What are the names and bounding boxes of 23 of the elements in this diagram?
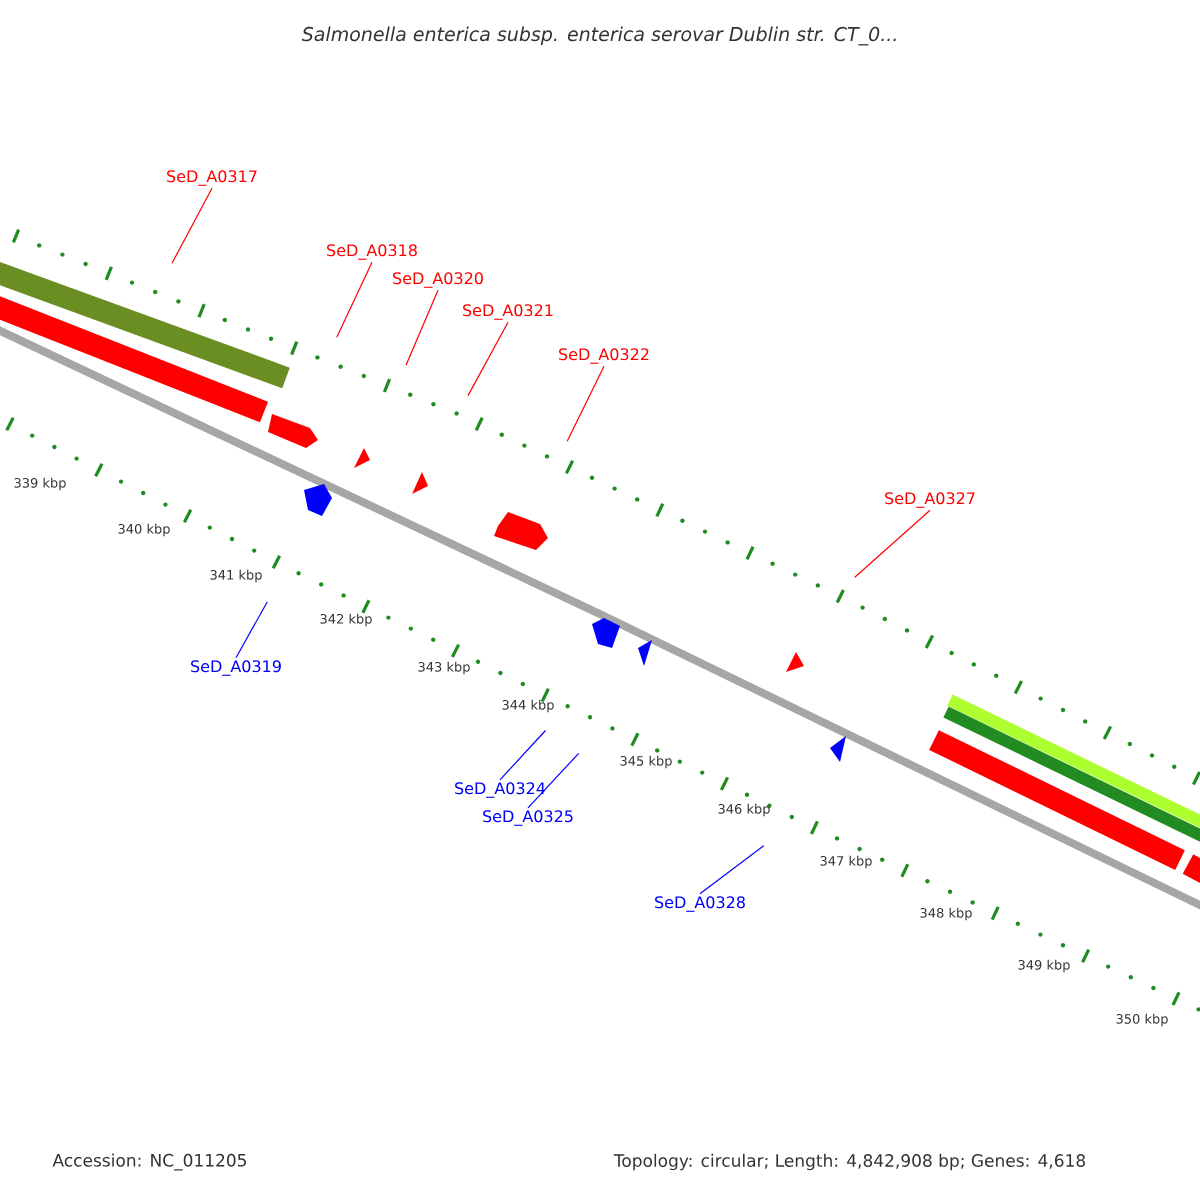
leader-line [527,752,580,809]
gene-label: SeD_A0325 [483,810,573,826]
gene-label: SeD_A0327 [885,492,975,508]
info-text: Accession: NC_011205 [52,1153,246,1171]
gene-label: SeD_A0318 [327,244,417,260]
gene-label: SeD_A0324 [455,782,546,798]
leader-line [235,601,268,659]
leader-line [699,845,765,895]
gene-label: SeD_A0322 [559,348,649,364]
leader-line [566,365,605,442]
leader-line [467,321,509,397]
gene-label: SeD_A0319 [191,660,281,676]
info-text: Topology: circular; Length: 4,842,908 bp; Genes: 4,618 [613,1153,1086,1171]
gene-label: SeD_A0321 [463,304,553,320]
leader-line [336,261,373,338]
gene-label: SeD_A0328 [655,896,745,912]
leader-line [171,187,213,264]
gene-label: SeD_A0317 [167,170,257,186]
leader-line [854,509,931,578]
leader-line [405,289,439,366]
gene-label: SeD_A0320 [393,272,483,288]
leader-line [499,729,547,781]
title: Salmonella enterica subsp. enterica serovar Dublin str. CT_0... [301,26,896,46]
